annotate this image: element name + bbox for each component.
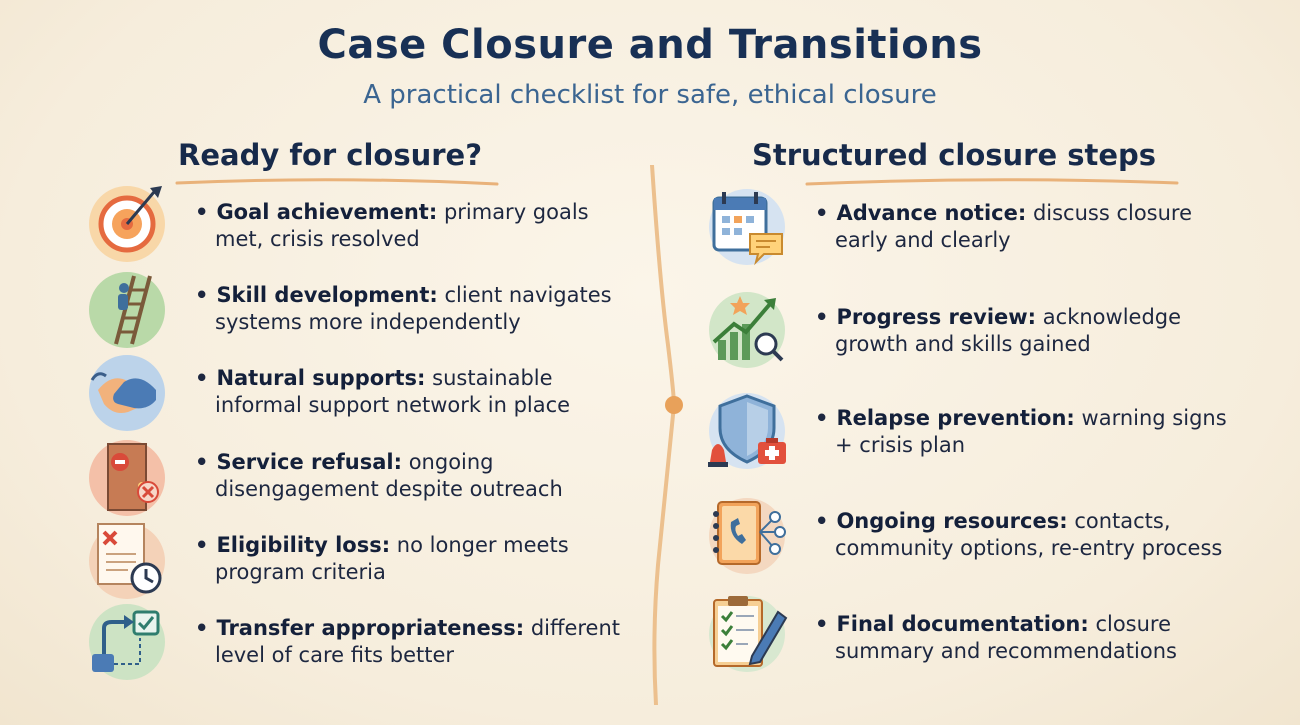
right-item-text-4: •Ongoing resources: contacts, community … xyxy=(815,509,1223,560)
checklist-pen-icon xyxy=(704,590,790,676)
center-divider xyxy=(650,165,683,705)
right-heading-underline xyxy=(805,178,1179,186)
phone-book-icon xyxy=(704,492,790,578)
handshake-icon xyxy=(84,350,170,436)
shield-alarm-icon xyxy=(704,388,790,474)
left-item-text-1: •Goal achievement: primary goals met, cr… xyxy=(195,200,589,251)
calendar-chat-icon xyxy=(704,184,790,270)
left-heading-underline xyxy=(175,178,499,186)
ladder-climber-icon xyxy=(84,266,170,352)
growth-chart-icon xyxy=(704,286,790,372)
transfer-arrow-icon xyxy=(84,598,170,684)
rejected-document-clock-icon xyxy=(84,516,170,602)
left-item-text-4: •Service refusal: ongoing disengagement … xyxy=(195,450,563,501)
left-column-heading: Ready for closure? xyxy=(178,138,483,172)
closed-door-icon xyxy=(84,434,170,520)
left-item-text-2: •Skill development: client navigates sys… xyxy=(195,283,612,334)
right-item-text-3: •Relapse prevention: warning signs + cri… xyxy=(815,406,1227,457)
right-item-text-5: •Final documentation: closure summary an… xyxy=(815,612,1177,663)
right-item-text-2: •Progress review: acknowledge growth and… xyxy=(815,305,1182,356)
left-item-text-3: •Natural supports: sustainable informal … xyxy=(195,366,571,417)
right-column-heading: Structured closure steps xyxy=(752,138,1157,172)
page-title: Case Closure and Transitions xyxy=(317,22,983,68)
right-item-text-1: •Advance notice: discuss closure early a… xyxy=(815,201,1193,252)
left-item-text-5: •Eligibility loss: no longer meets progr… xyxy=(195,533,569,584)
left-item-text-6: •Transfer appropriateness: different lev… xyxy=(195,616,621,667)
target-arrow-icon xyxy=(84,178,170,264)
page-subtitle: A practical checklist for safe, ethical … xyxy=(363,80,937,110)
